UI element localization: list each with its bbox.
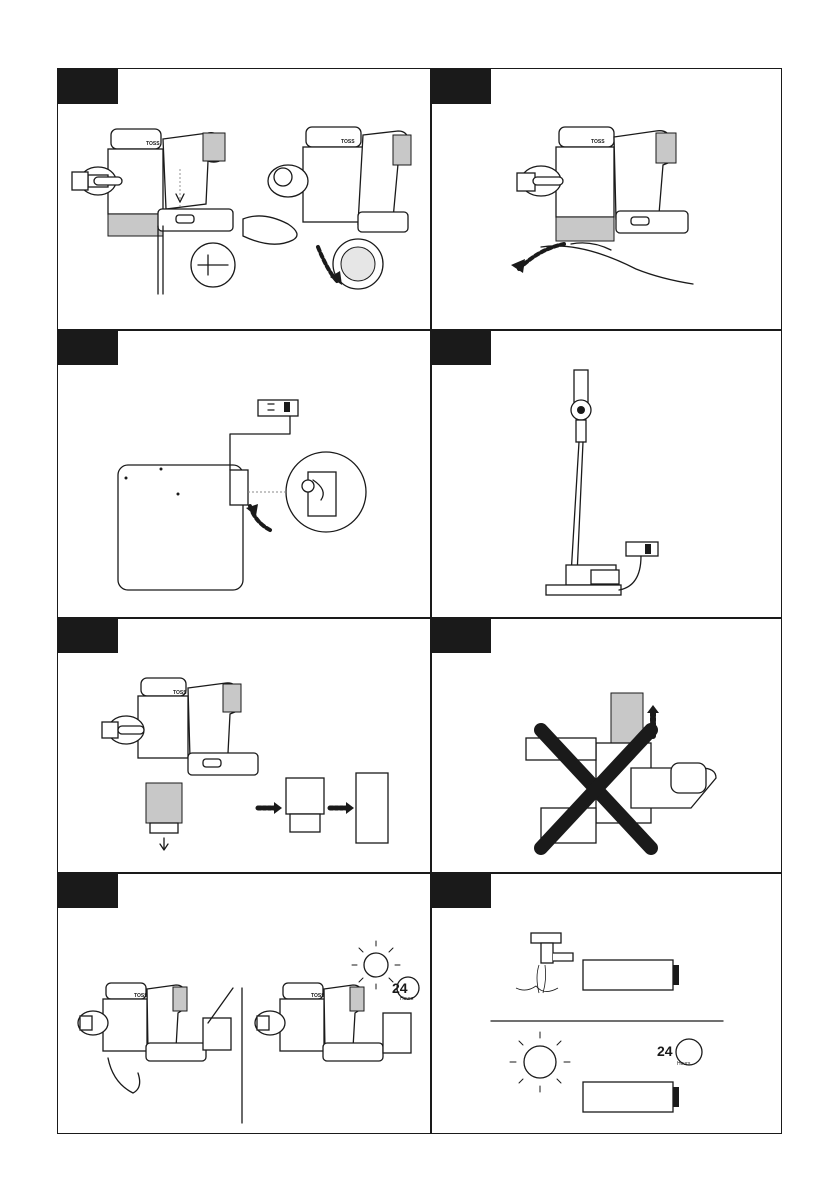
panel-1: TOSS TOSS (58, 69, 430, 329)
wrong-removal-illustration (431, 618, 783, 872)
empty-dustbin-illustration: TOSS TOSS (58, 69, 430, 329)
wipe-and-dry-illustration: TOSS TOSS 24 Hours (58, 873, 430, 1135)
svg-text:24: 24 (657, 1043, 673, 1059)
svg-text:Hours: Hours (677, 1061, 691, 1067)
panel-4 (431, 330, 783, 617)
instruction-grid: TOSS TOSS (57, 68, 782, 1134)
svg-text:TOSS: TOSS (311, 993, 325, 999)
svg-text:TOSS: TOSS (134, 993, 148, 999)
close-dustbin-illustration: TOSS (431, 69, 783, 329)
panel-8: 24 Hours (431, 873, 783, 1135)
remove-filter-illustration: TOSS (58, 618, 430, 872)
rinse-and-dry-illustration: 24 Hours (431, 873, 783, 1135)
svg-text:24: 24 (392, 980, 408, 996)
svg-text:Hours: Hours (400, 996, 414, 1002)
panel-5: TOSS (58, 618, 430, 872)
bracket-charging-illustration (431, 330, 783, 617)
svg-text:TOSS: TOSS (591, 139, 605, 145)
panel-2: TOSS (431, 69, 783, 329)
svg-text:TOSS: TOSS (146, 141, 160, 147)
panel-3 (58, 330, 430, 617)
panel-6 (431, 618, 783, 872)
wall-mount-illustration (58, 330, 430, 617)
svg-text:TOSS: TOSS (341, 139, 355, 145)
svg-text:TOSS: TOSS (173, 690, 187, 696)
panel-7: TOSS TOSS 24 Hours (58, 873, 430, 1135)
